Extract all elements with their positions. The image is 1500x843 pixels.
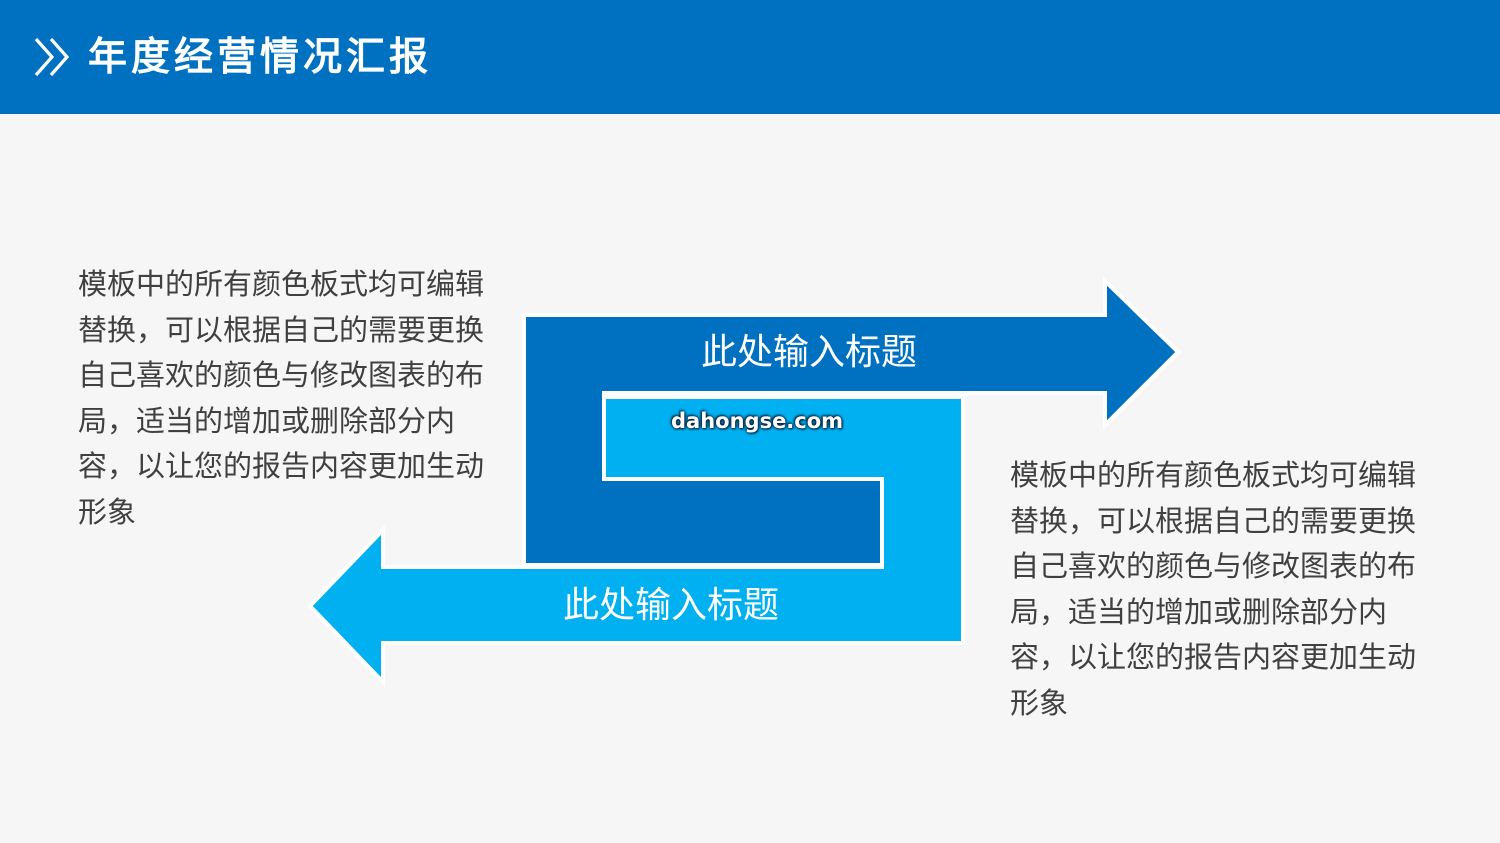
watermark-text: dahongse.com bbox=[671, 409, 844, 433]
left-description: 模板中的所有颜色板式均可编辑替换，可以根据自己的需要更换自己喜欢的颜色与修改图表… bbox=[78, 267, 485, 529]
bottom-arrow-title: 此处输入标题 bbox=[563, 585, 780, 626]
top-arrow-title: 此处输入标题 bbox=[701, 332, 918, 373]
right-arrow-shape bbox=[522, 276, 1181, 567]
page-title: 年度经营情况汇报 bbox=[88, 35, 433, 80]
double-chevron-right-icon bbox=[34, 37, 70, 77]
header-bar: 年度经营情况汇报 bbox=[0, 0, 1500, 114]
right-description: 模板中的所有颜色板式均可编辑替换，可以根据自己的需要更换自己喜欢的颜色与修改图表… bbox=[1010, 458, 1417, 720]
